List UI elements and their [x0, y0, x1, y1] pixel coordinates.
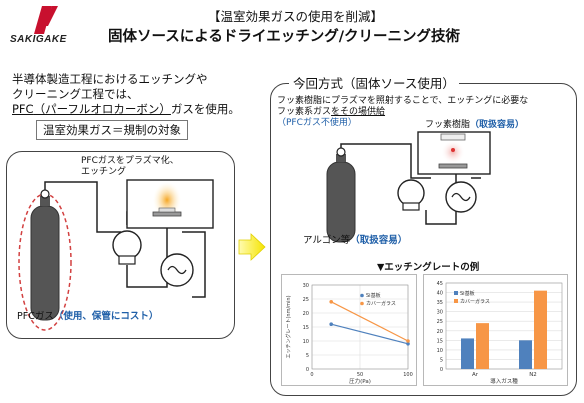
etch-rate-title: ▼エッチングレートの例	[377, 262, 480, 273]
y-tick-label: 5	[306, 353, 309, 359]
y-tick-label: 30	[437, 310, 443, 316]
y-tick-label: 45	[437, 281, 443, 287]
vacuum-pump-icon	[112, 230, 142, 265]
desc-gas-type: フッ素系ガス	[277, 107, 332, 117]
x-tick-label: Ar	[472, 372, 479, 378]
legend-marker	[360, 293, 364, 298]
y-tick-label: 10	[437, 348, 443, 354]
gas-label-note: （使用、保管にコスト）	[53, 311, 159, 322]
bar	[476, 323, 489, 369]
y-tick-label: 0	[440, 367, 443, 373]
y-tick-label: 20	[303, 311, 309, 317]
data-point	[329, 322, 333, 326]
desc-in-situ: をその場供給	[331, 107, 386, 117]
y-axis-label: エッチングレート(nm/min)	[285, 295, 292, 358]
logo: SAKIGAKE	[8, 4, 98, 46]
legend-marker	[454, 299, 458, 303]
y-tick-label: 25	[437, 319, 443, 325]
plasma-caption-line-2: エッチング	[81, 167, 127, 177]
legend-marker	[360, 301, 364, 306]
ac-power-source-icon	[445, 181, 477, 213]
wafer-stage	[438, 163, 468, 169]
argon-label: アルゴン等（取扱容易）	[303, 235, 407, 246]
y-tick-label: 15	[437, 338, 443, 344]
fluororesin-source	[440, 133, 466, 141]
bar	[534, 290, 547, 369]
gas-cylinder-icon	[30, 189, 60, 321]
intro-line-3: PFC（パーフルオロカーボン）ガスを使用。	[12, 102, 240, 117]
data-point	[406, 342, 410, 346]
method-title: 今回方式（固体ソース使用）	[289, 73, 459, 92]
gas-label: PFCガス（使用、保管にコスト）	[17, 311, 158, 322]
legend-label: Si基板	[460, 290, 475, 297]
legend-label: カバーガラス	[460, 298, 490, 305]
x-axis-label: 圧力(Pa)	[349, 377, 371, 385]
method-description: フッ素樹脂にプラズマを照射することで、エッチングに必要な フッ素系ガスをその場供…	[277, 96, 528, 129]
bar	[519, 340, 532, 369]
regulation-callout: 温室効果ガス＝規制の対象	[36, 120, 188, 140]
data-point	[406, 339, 410, 343]
bar	[461, 338, 474, 369]
pfc-full-name: （パーフルオロカーボン）	[33, 102, 171, 116]
y-tick-label: 25	[303, 297, 309, 303]
resin-label: フッ素樹脂（取扱容易）	[425, 120, 524, 131]
pfc-abbr: PFC	[12, 102, 34, 116]
y-tick-label: 20	[437, 329, 443, 335]
right-arrow-icon	[238, 233, 266, 261]
argon-note: （取扱容易）	[350, 235, 408, 246]
y-tick-label: 15	[303, 325, 309, 331]
no-pfc-note: （PFCガス不使用）	[277, 118, 357, 128]
argon-name: アルゴン等	[303, 235, 351, 246]
vacuum-pump-icon	[397, 179, 425, 211]
gas-cylinder-icon	[326, 147, 356, 243]
y-tick-label: 35	[437, 300, 443, 306]
resin-note: （取扱容易）	[470, 120, 525, 130]
y-tick-label: 30	[303, 283, 309, 289]
intro-line-3-end: ガスを使用。	[170, 102, 240, 116]
intro-line-2: クリーニング工程では、	[12, 87, 139, 101]
data-point	[329, 300, 333, 304]
x-tick-label: 50	[357, 372, 363, 378]
plasma-caption-line-1: PFCガスをプラズマ化、	[81, 156, 179, 166]
top-title: 【温室効果ガスの使用を削減】	[208, 9, 384, 24]
gas-label-name: PFCガス	[17, 311, 54, 322]
desc-line-1: フッ素樹脂にプラズマを照射することで、エッチングに必要な	[277, 96, 529, 106]
x-axis-label: 導入ガス種	[490, 377, 518, 385]
y-tick-label: 10	[303, 339, 309, 345]
conventional-method-panel: PFCガスをプラズマ化、 エッチング PFCガス（使用、保管にコスト）	[6, 151, 235, 339]
plasma-caption: PFCガスをプラズマ化、 エッチング	[81, 156, 179, 178]
plot-area	[311, 284, 409, 370]
wafer-stage	[152, 211, 182, 217]
new-method-panel: 今回方式（固体ソース使用） フッ素樹脂にプラズマを照射することで、エッチングに必…	[270, 73, 577, 396]
legend-label: カバーガラス	[366, 300, 396, 307]
ac-power-source-icon	[160, 253, 194, 287]
legend-marker	[454, 291, 458, 295]
series-line	[331, 323, 409, 345]
desc-line-2: フッ素系ガスをその場供給	[277, 107, 528, 118]
intro-line-1: 半導体製造工程におけるエッチングや	[12, 72, 208, 86]
logo-mark-icon	[34, 6, 58, 34]
logo-text: SAKIGAKE	[10, 34, 67, 45]
x-tick-label: N2	[529, 372, 537, 378]
resin-name: フッ素樹脂	[425, 120, 471, 130]
conventional-apparatus-diagram	[18, 179, 214, 331]
x-tick-label: 100	[403, 372, 413, 378]
line-chart-box: 0 5 10 15 20 25 30 0 50 100 Si基板カバーガラス圧力(Pa) エッチングレ…	[281, 274, 417, 386]
series-line	[330, 301, 409, 342]
y-tick-label: 5	[440, 357, 443, 363]
legend-label: Si基板	[366, 292, 381, 299]
y-tick-label: 40	[437, 291, 443, 297]
new-apparatus-diagram	[326, 131, 491, 243]
y-tick-label: 0	[306, 367, 309, 373]
x-tick-label: 0	[310, 372, 313, 378]
page-title: 固体ソースによるドライエッチング/クリーニング技術	[108, 29, 460, 45]
plot-area	[445, 282, 563, 370]
intro-text: 半導体製造工程におけるエッチングや クリーニング工程では、 PFC（パーフルオロ…	[12, 72, 240, 117]
